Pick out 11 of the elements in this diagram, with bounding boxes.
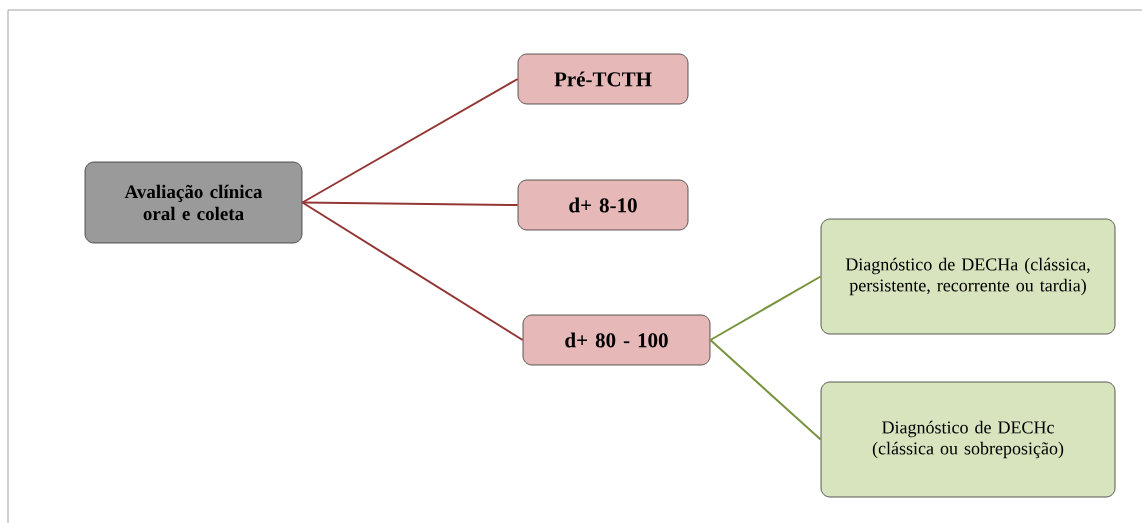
process-box: Avaliação clínica oral e coleta — [84, 161, 303, 244]
connector-line — [301, 201, 519, 206]
connector-line — [301, 201, 524, 341]
stage-box: d+ 8-10 — [517, 179, 689, 231]
diagnosis-box: Diagnóstico de DECHc (clássica ou sobreposição) — [820, 381, 1116, 498]
stage-box: Pré-TCTH — [517, 53, 689, 105]
diagnosis-box: Diagnóstico de DECHa (clássica, persistente, recorrente ou tardia) — [820, 218, 1116, 335]
connector-line — [301, 78, 519, 204]
connector-line — [709, 339, 822, 441]
stage-box: d+ 80 - 100 — [522, 314, 711, 366]
connector-line — [709, 275, 822, 341]
